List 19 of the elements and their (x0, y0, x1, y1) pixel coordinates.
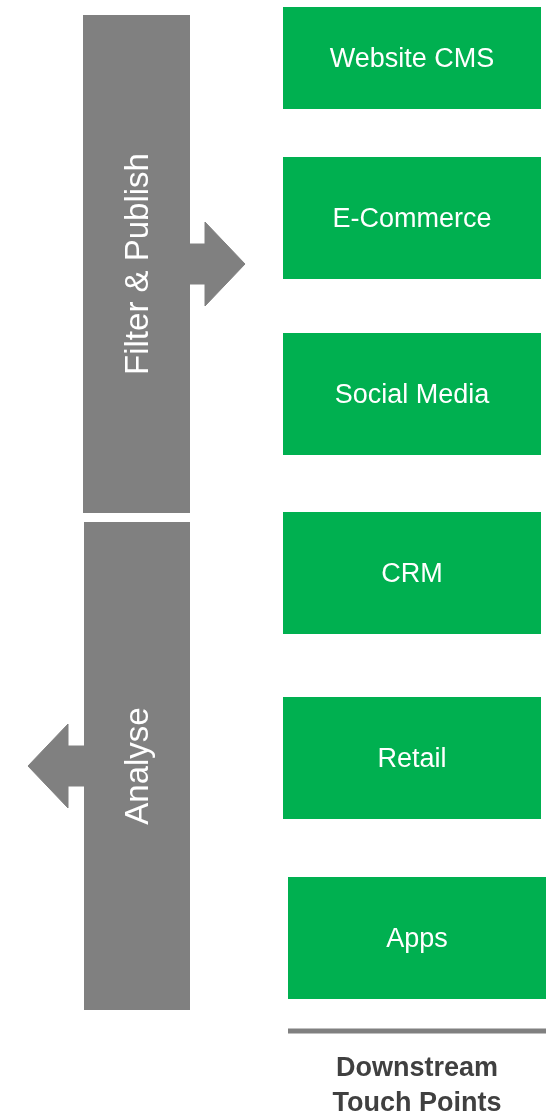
box-label: Website CMS (328, 41, 496, 75)
touchpoint-box (283, 157, 541, 279)
block-arrow (189, 221, 246, 307)
touchpoint-box (283, 512, 541, 634)
touchpoint-box (283, 697, 541, 819)
box-label: Apps (385, 921, 449, 955)
box-label: Filter & Publish (117, 153, 156, 375)
box-label: CRM (380, 556, 444, 590)
touchpoint-box (283, 333, 541, 455)
box-label: Analyse (118, 707, 156, 825)
box-label: E-Commerce (331, 201, 493, 235)
column-caption: Downstream Touch Points (331, 1051, 503, 1120)
box-label: Social Media (333, 377, 491, 411)
box-label: Retail (376, 741, 448, 775)
touchpoint-box (283, 7, 541, 109)
block-arrow (27, 723, 85, 809)
process-bar (83, 15, 190, 513)
touchpoint-box (288, 877, 546, 999)
process-bar (84, 522, 190, 1010)
